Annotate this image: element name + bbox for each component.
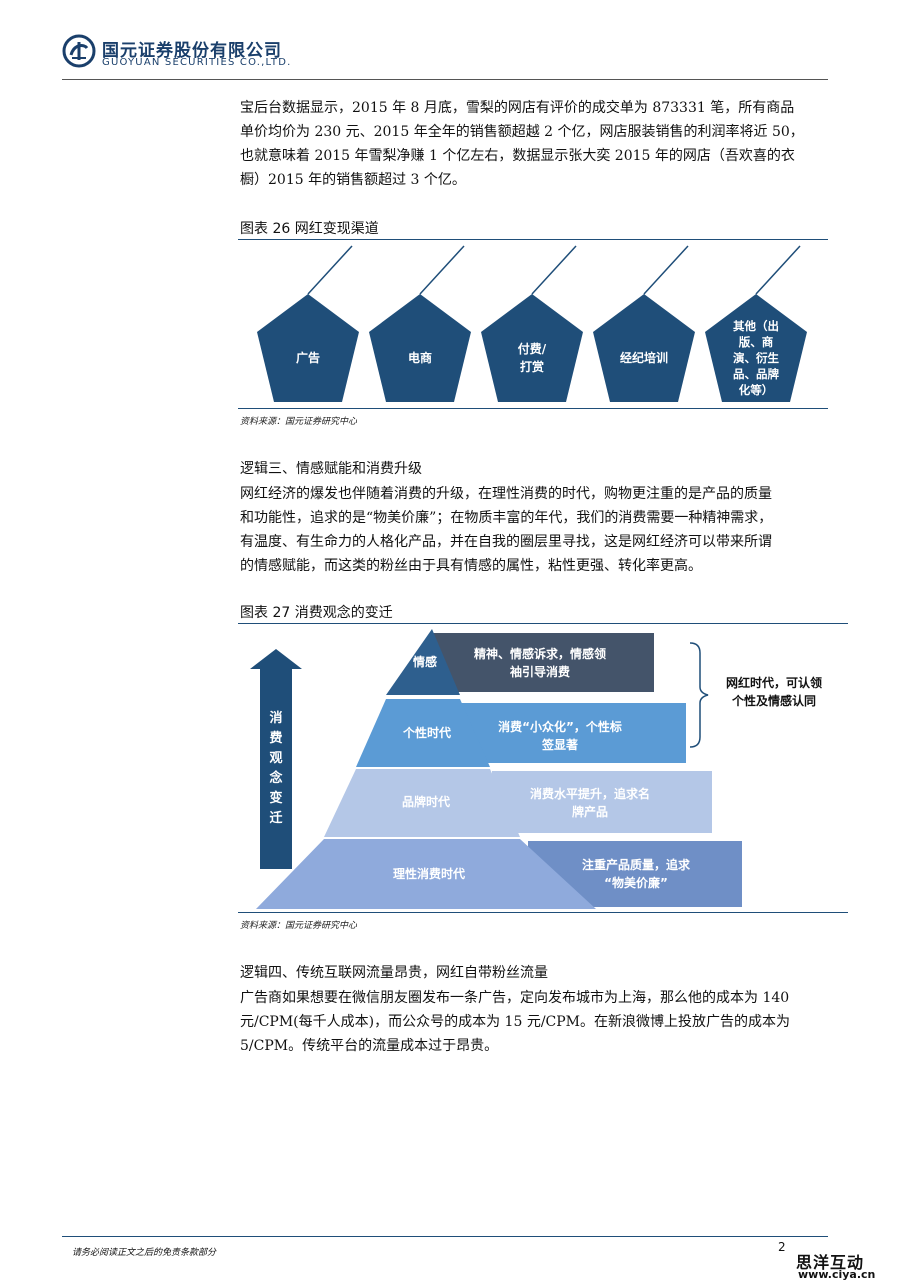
- pentagon-label: 版、商: [739, 335, 774, 349]
- company-name-cn: 国元证券股份有限公司: [102, 41, 282, 61]
- pentagon-label: 品、品牌: [733, 367, 779, 381]
- section-heading-logic4: 逻辑四、传统互联网流量昂贵，网红自带粉丝流量: [240, 965, 548, 981]
- level-desc-box: [492, 771, 712, 833]
- figure26-diagram: 广告 电商 付费/ 打赏 经纪培训 其他（出 版、商 演、衍生 品、品牌 化等）: [257, 245, 807, 402]
- watermark-text: 思洋互动: [796, 1253, 865, 1272]
- tier-label: 情感: [413, 654, 437, 669]
- level-desc-text: 签显著: [541, 737, 578, 752]
- bracket-note: 个性及情感认同: [731, 693, 816, 708]
- pentagon-电商: 电商: [369, 245, 471, 402]
- pentagon-label: 打赏: [520, 359, 544, 374]
- footer-divider: [62, 1236, 828, 1237]
- arrow-label-char: 变: [269, 790, 282, 806]
- text-line: 有温度、有生命力的人格化产品，并在自我的圈层里寻找，这是网红经济可以带来所谓: [240, 534, 772, 550]
- text-line: 元/CPM(每千人成本)，而公众号的成本为 15 元/CPM。在新浪微博上投放广…: [240, 1014, 791, 1030]
- arrow-label-char: 费: [269, 730, 282, 746]
- figure26-title: 图表 26 网红变现渠道: [240, 221, 379, 237]
- pyramid-tier: [256, 839, 596, 909]
- level-desc-text: 注重产品质量，追求: [582, 857, 691, 872]
- logic3-paragraph: 网红经济的爆发也伴随着消费的升级，在理性消费的时代，购物更注重的是产品的质量 和…: [240, 482, 820, 578]
- logic4-paragraph: 广告商如果想要在微信朋友圈发布一条广告，定向发布城市为上海，那么他的成本为 14…: [240, 986, 820, 1058]
- level-desc-box: [460, 703, 686, 763]
- page-number: 2: [778, 1240, 786, 1254]
- intro-paragraph: 宝后台数据显示，2015 年 8 月底，雪梨的网店有评价的成交单为 873331…: [240, 96, 820, 192]
- header-divider: [62, 79, 828, 80]
- bracket-note: 网红时代，可认领: [726, 675, 822, 690]
- level-desc-text: “物美价廉”: [604, 875, 668, 890]
- pentagon-付费打赏: 付费/ 打赏: [481, 245, 583, 402]
- text-line: 的情感赋能，而这类的粉丝由于具有情感的属性，粘性更强、转化率更高。: [240, 558, 702, 574]
- pentagon-connector-line: [643, 245, 689, 295]
- figure27-source: 资料来源：国元证券研究中心: [240, 921, 358, 931]
- level-desc-text: 牌产品: [572, 804, 608, 819]
- pentagon-label: 演、衍生: [733, 351, 779, 365]
- figure27-diagram: 消 费 观 念 变 迁 情感 个性时代 品牌时代 理性消费时代 精神、情感诉求，…: [250, 629, 822, 909]
- pentagon-label: 广告: [296, 350, 320, 365]
- pyramid-tier: [386, 629, 460, 695]
- pentagon-shape: [593, 294, 695, 402]
- text-line: 也就意味着 2015 年雪梨净赚 1 个亿左右，数据显示张大奕 2015 年的网…: [240, 148, 795, 164]
- text-line: 网红经济的爆发也伴随着消费的升级，在理性消费的时代，购物更注重的是产品的质量: [240, 486, 772, 502]
- figure26-source: 资料来源：国元证券研究中心: [240, 417, 358, 427]
- arrow-label-char: 念: [269, 770, 282, 786]
- figure27-title: 图表 27 消费观念的变迁: [240, 605, 393, 621]
- tier-label: 理性消费时代: [393, 866, 465, 881]
- watermark-url: www.ciya.cn: [798, 1268, 876, 1281]
- pentagon-shape: [257, 294, 359, 402]
- level-desc-text: 消费“小众化”，个性标: [498, 719, 622, 734]
- figure26-top-rule: [238, 239, 828, 240]
- arrow-label-char: 消: [269, 710, 282, 726]
- pentagon-label: 其他（出: [733, 319, 779, 333]
- section-heading-logic3: 逻辑三、情感赋能和消费升级: [240, 461, 422, 477]
- level-desc-text: 消费水平提升，追求名: [530, 786, 650, 801]
- up-arrow-icon: [250, 649, 302, 869]
- consumption-arrow: 消 费 观 念 变 迁: [250, 649, 302, 869]
- company-name-en: GUOYUAN SECURITIES CO.,LTD.: [102, 57, 292, 68]
- pentagon-label: 化等）: [739, 383, 774, 397]
- disclaimer-note: 请务必阅读正文之后的免责条款部分: [72, 1248, 217, 1258]
- brace-icon: [689, 642, 709, 748]
- pentagon-其他: 其他（出 版、商 演、衍生 品、品牌 化等）: [705, 245, 807, 402]
- tier-label: 个性时代: [402, 725, 451, 740]
- level-desc-box: [430, 633, 654, 692]
- level-desc-text: 袖引导消费: [510, 664, 570, 679]
- text-line: 5/CPM。传统平台的流量成本过于昂贵。: [240, 1038, 499, 1054]
- text-line: 宝后台数据显示，2015 年 8 月底，雪梨的网店有评价的成交单为 873331…: [240, 100, 795, 116]
- text-line: 单价均价为 230 元、2015 年全年的销售额超越 2 个亿，网店服装销售的利…: [240, 124, 804, 140]
- figure26-bottom-rule: [238, 408, 828, 409]
- figure27-bottom-rule: [238, 912, 848, 913]
- text-line: 广告商如果想要在微信朋友圈发布一条广告，定向发布城市为上海，那么他的成本为 14…: [240, 990, 790, 1006]
- pentagon-shape: [481, 294, 583, 402]
- text-line: 和功能性，追求的是“物美价廉”；在物质丰富的年代，我们的消费需要一种精神需求，: [240, 510, 773, 526]
- pentagon-connector-line: [755, 245, 801, 295]
- tier-label: 品牌时代: [402, 794, 450, 809]
- pentagon-label: 电商: [408, 350, 432, 365]
- company-logo-icon: [62, 34, 96, 68]
- pentagon-经纪培训: 经纪培训: [593, 245, 695, 402]
- arrow-label-char: 迁: [269, 810, 282, 826]
- level-desc-text: 精神、情感诉求，情感领: [474, 646, 606, 661]
- figure27-top-rule: [238, 623, 848, 624]
- pentagon-广告: 广告: [257, 245, 359, 402]
- pentagon-shape: [369, 294, 471, 402]
- text-line: 橱）2015 年的销售额超过 3 个亿。: [240, 172, 466, 188]
- pyramid-tier: [356, 699, 490, 767]
- pentagon-connector-line: [307, 245, 353, 295]
- arrow-label-char: 观: [269, 751, 282, 766]
- pyramid-tier: [324, 769, 520, 837]
- pentagon-connector-line: [531, 245, 577, 295]
- pentagon-label: 经纪培训: [620, 350, 668, 365]
- pentagon-connector-line: [419, 245, 465, 295]
- pentagon-shape: [705, 294, 807, 402]
- pentagon-label: 付费/: [518, 341, 547, 356]
